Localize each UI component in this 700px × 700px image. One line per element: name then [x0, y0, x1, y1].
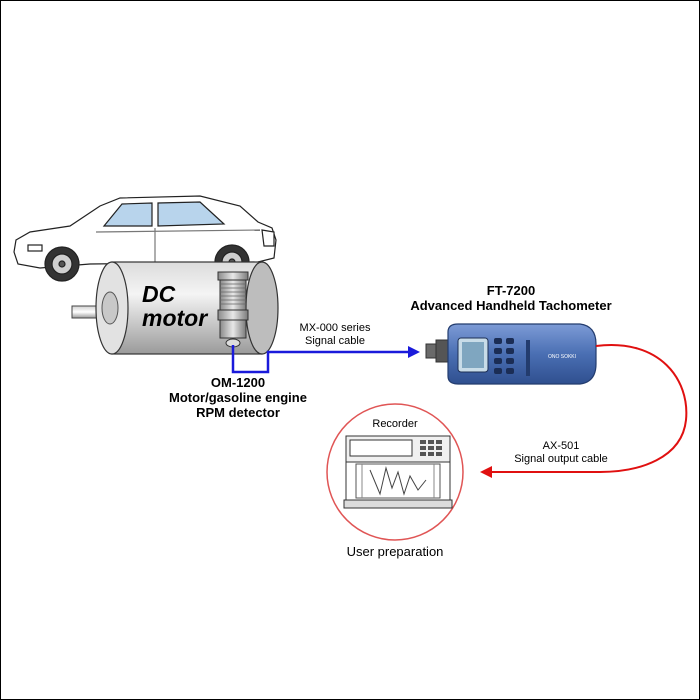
output-cable-line1: AX-501	[542, 440, 580, 452]
tachometer-device: ONO SOKKI	[425, 323, 597, 385]
motor-label-line1: DC	[142, 281, 176, 307]
detector-model: OM-1200	[210, 375, 266, 390]
tachometer-name: Advanced Handheld Tachometer	[410, 297, 612, 313]
car-illustration	[13, 195, 277, 282]
rpm-detector-sensor	[217, 271, 249, 348]
output-cable	[492, 344, 688, 473]
output-cable-arrowhead	[480, 466, 492, 478]
output-cable-label: AX-501 Signal output cable	[496, 440, 626, 465]
recorder-device	[343, 435, 453, 509]
tachometer-model: FT-7200	[486, 283, 536, 298]
tachometer-label: FT-7200 Advanced Handheld Tachometer	[380, 283, 642, 314]
detector-line1: Motor/gasoline engine	[169, 389, 307, 405]
signal-cable-arrowhead	[408, 346, 420, 358]
signal-cable-line1: MX-000 series	[299, 322, 371, 334]
signal-cable	[231, 345, 410, 374]
recorder-label: Recorder	[372, 418, 418, 430]
motor-label: DC motor	[142, 282, 207, 330]
tachometer-brand-text: ONO SOKKI	[548, 354, 576, 360]
detector-line2: RPM detector	[196, 404, 280, 420]
signal-cable-line2: Signal cable	[305, 334, 365, 347]
signal-cable-label: MX-000 series Signal cable	[280, 322, 390, 347]
motor-label-line2: motor	[142, 305, 208, 332]
detector-label: OM-1200 Motor/gasoline engine RPM detect…	[150, 375, 326, 421]
user-preparation-label: User preparation	[346, 544, 444, 559]
output-cable-line2: Signal output cable	[514, 452, 608, 465]
